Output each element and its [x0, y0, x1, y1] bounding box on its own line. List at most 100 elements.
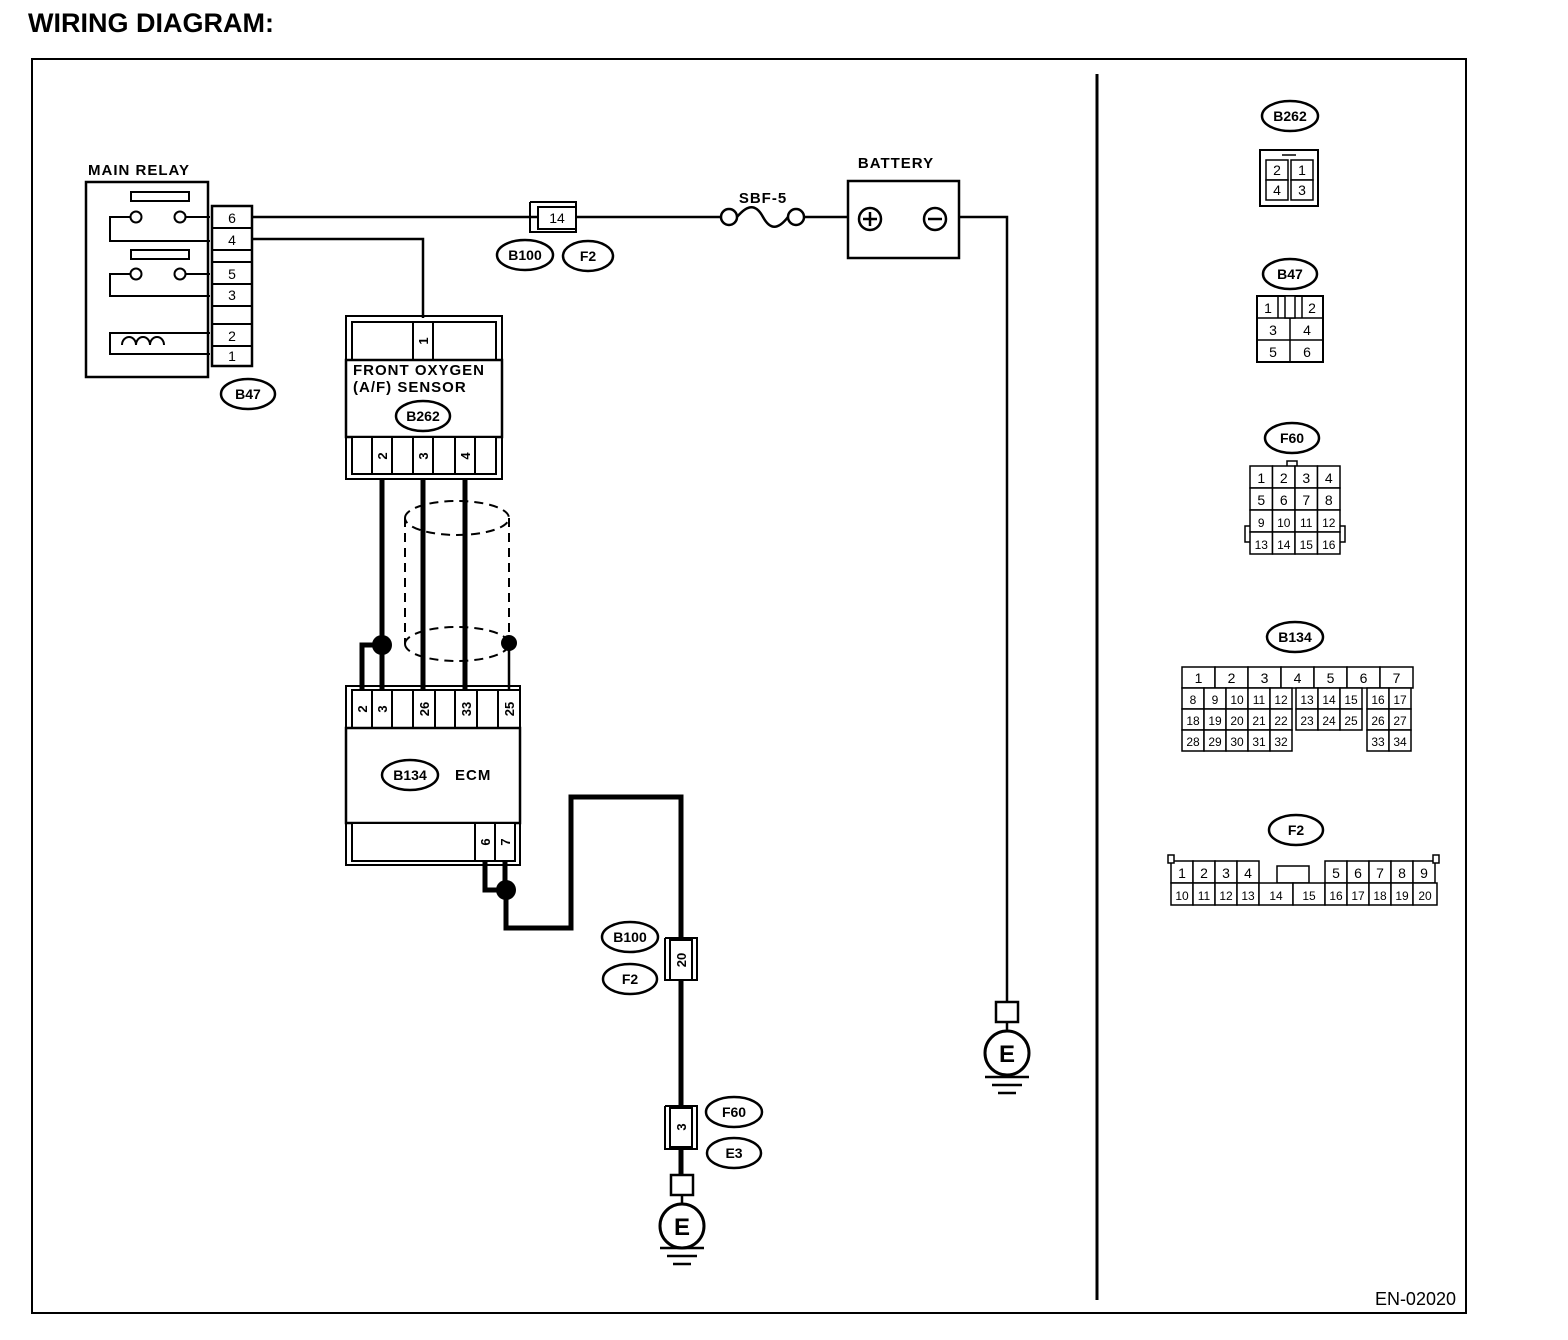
pin-number: 2 — [1280, 470, 1288, 486]
pin-number: 7 — [1302, 492, 1310, 508]
connector-b100-14: 14 B100 F2 — [495, 201, 615, 273]
pin-number: 15 — [1300, 538, 1314, 552]
pin-number: 4 — [1244, 865, 1252, 881]
pin-cell — [1412, 882, 1438, 906]
relay-pin: 4 — [228, 232, 236, 248]
pin-number: 19 — [1208, 714, 1222, 728]
pin-number: 9 — [1212, 693, 1219, 707]
battery: BATTERY — [846, 155, 961, 260]
pin-number: 32 — [1274, 735, 1288, 749]
pin-number: 17 — [1393, 693, 1407, 707]
pin-number: 6 — [1280, 492, 1288, 508]
pin-number: 31 — [1252, 735, 1266, 749]
diagram-frame — [31, 58, 1467, 1314]
pin-number: 13 — [1300, 693, 1314, 707]
tag-b47: B47 — [235, 386, 261, 402]
pin-number: 18 — [1186, 714, 1200, 728]
wire-relay-to-sensor — [252, 237, 425, 318]
b100-pin: 14 — [549, 210, 565, 226]
tag-b262: B262 — [406, 408, 440, 424]
pin-number: 5 — [1332, 865, 1340, 881]
pin-number: 14 — [1269, 889, 1283, 903]
pin-number: 4 — [1273, 182, 1281, 198]
connector-face-b262: B262 2 1 4 3 — [1259, 99, 1320, 207]
fuse-sbf5: SBF-5 — [719, 190, 806, 228]
page-title: WIRING DIAGRAM: — [28, 8, 274, 38]
pin-number: 2 — [1273, 162, 1281, 178]
connector-label: B47 — [1277, 266, 1303, 282]
pin-number: 5 — [1269, 344, 1277, 360]
pin-number: 8 — [1190, 693, 1197, 707]
pin-number: 11 — [1198, 889, 1211, 903]
pin-number: 4 — [1294, 670, 1302, 686]
pin-number: 1 — [1257, 470, 1265, 486]
b100-ground-pin: 20 — [674, 953, 689, 967]
pin-number: 7 — [1393, 670, 1401, 686]
pin-cell — [1339, 708, 1363, 731]
pin-number: 11 — [1253, 693, 1266, 707]
pin-number: 24 — [1322, 714, 1336, 728]
sensor-bottom-pin: 4 — [458, 452, 473, 460]
pin-number: 12 — [1322, 516, 1336, 530]
pin-number: 28 — [1186, 735, 1200, 749]
pin-number: 15 — [1302, 889, 1316, 903]
relay-pin: 3 — [228, 287, 236, 303]
pin-number: 5 — [1327, 670, 1335, 686]
fuse-label: SBF-5 — [739, 190, 787, 207]
pin-number: 1 — [1298, 162, 1306, 178]
ecm-top-pin: 26 — [417, 702, 432, 716]
pin-number: 20 — [1418, 889, 1432, 903]
sensor-label-line1: FRONT OXYGEN — [353, 362, 485, 379]
pin-cell — [1388, 729, 1412, 752]
pin-number: 26 — [1371, 714, 1385, 728]
document-code: EN-02020 — [1375, 1289, 1456, 1309]
pin-number: 23 — [1300, 714, 1314, 728]
sensor-bottom-pin: 2 — [375, 452, 390, 459]
pin-number: 3 — [1302, 470, 1310, 486]
tag-f2-lower: F2 — [622, 971, 639, 987]
pin-number: 17 — [1351, 889, 1365, 903]
pin-number: 5 — [1257, 492, 1265, 508]
pin-cell — [1269, 729, 1293, 752]
pin-number: 3 — [1298, 182, 1306, 198]
pin-number: 6 — [1360, 670, 1368, 686]
pin-number: 3 — [1261, 670, 1269, 686]
pin-number: 9 — [1258, 516, 1265, 530]
tag-f60: F60 — [722, 1104, 746, 1120]
relay-pin: 5 — [228, 266, 236, 282]
relay-pin: 6 — [228, 210, 236, 226]
shielded-signal-wires — [359, 479, 517, 690]
ecm-ground-wire: 20 B100 F2 3 F60 E3 — [482, 794, 764, 1175]
ecm-top-pin: 25 — [502, 702, 517, 716]
connector-label: F60 — [1280, 430, 1304, 446]
pin-number: 11 — [1300, 516, 1313, 530]
pin-number: 2 — [1200, 865, 1208, 881]
pin-number: 25 — [1344, 714, 1358, 728]
pin-number: 2 — [1308, 300, 1316, 316]
ecm-label: ECM — [455, 767, 491, 784]
pin-number: 16 — [1371, 693, 1385, 707]
main-relay-label: MAIN RELAY — [88, 162, 190, 179]
ecm-bottom-pin: 7 — [498, 838, 513, 845]
ecm: 2 3 26 33 25 B134 ECM 6 7 — [344, 685, 522, 866]
tag-e3: E3 — [725, 1145, 742, 1161]
connector-face-b47: B47 1 2 3 4 5 6 — [1256, 257, 1324, 363]
pin-number: 10 — [1277, 516, 1291, 530]
ecm-bottom-pin: 6 — [478, 838, 493, 845]
tag-b134: B134 — [393, 767, 427, 783]
front-oxygen-sensor: 1 FRONT OXYGEN (A/F) SENSOR B262 2 3 4 — [344, 315, 504, 480]
connector-label: F2 — [1288, 822, 1305, 838]
pin-number: 4 — [1325, 470, 1333, 486]
pin-number: 7 — [1376, 865, 1384, 881]
pin-number: 1 — [1178, 865, 1186, 881]
pin-number: 12 — [1274, 693, 1288, 707]
ecm-top-pin: 3 — [375, 705, 390, 712]
pin-number: 20 — [1230, 714, 1244, 728]
pin-number: 1 — [1264, 300, 1272, 316]
pin-number: 6 — [1354, 865, 1362, 881]
pin-number: 30 — [1230, 735, 1244, 749]
